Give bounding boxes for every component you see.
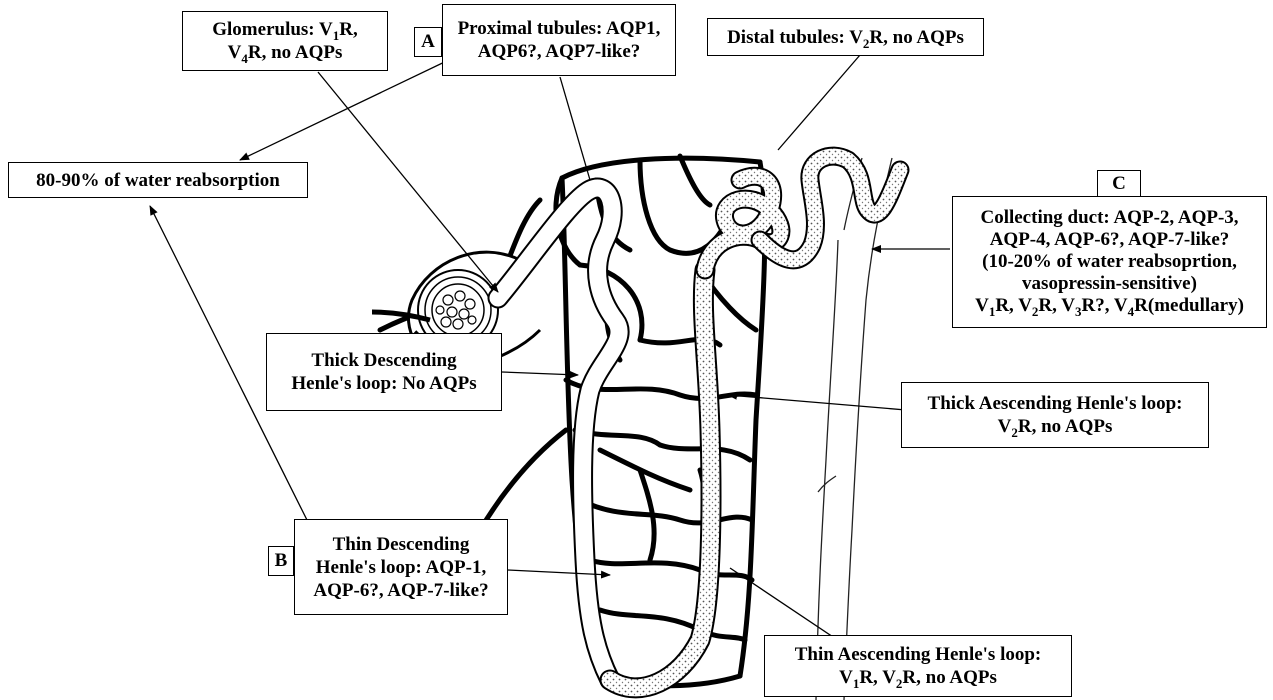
thin-ascending-label: Thin Aescending Henle's loop: V1R, V2R, … <box>764 635 1072 697</box>
collecting-duct <box>816 158 892 700</box>
thick-ascending-label: Thick Aescending Henle's loop: V2R, no A… <box>901 382 1209 448</box>
proximal-tubules-label: Proximal tubules: AQP1, AQP6?, AQP7-like… <box>442 4 676 76</box>
glomerulus-label: Glomerulus: V1R, V4R, no AQPs <box>182 11 388 71</box>
water-reabsorption-label: 80-90% of water reabsorption <box>8 162 308 198</box>
collecting-duct-label: Collecting duct: AQP-2, AQP-3, AQP-4, AQ… <box>952 196 1267 328</box>
distal-tubules-label: Distal tubules: V2R, no AQPs <box>707 18 984 56</box>
thin-descending-label: Thin Descending Henle's loop: AQP-1, AQP… <box>294 519 508 615</box>
thick-descending-label: Thick Descending Henle's loop: No AQPs <box>266 333 502 411</box>
tag-a: A <box>414 27 442 57</box>
tag-c: C <box>1097 170 1141 197</box>
tag-b: B <box>268 546 294 576</box>
